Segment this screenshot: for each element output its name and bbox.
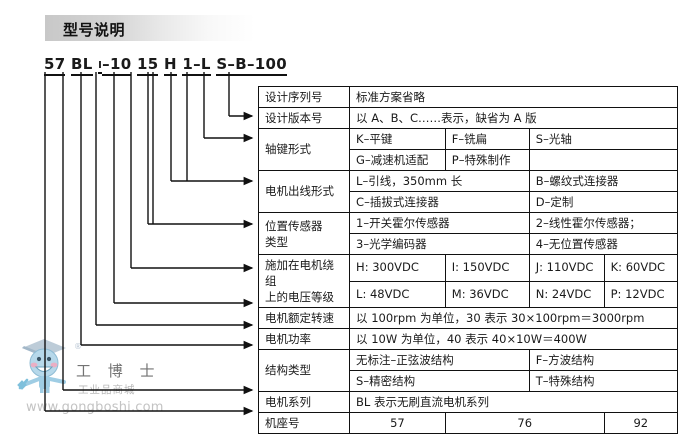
cell-volt-j: J: 110VDC bbox=[528, 254, 605, 282]
row-label-winding-voltage: 施加在电机绕组上的电压等级 bbox=[257, 254, 351, 308]
table-row: S–精密结构 T–特殊结构 bbox=[259, 370, 679, 392]
model-code-line: 57 BL I–10 15 H 1–L S–B–100 bbox=[44, 55, 287, 76]
cell-sensor-1: 1–开关霍尔传感器 bbox=[349, 212, 530, 234]
table-row: 结构类型 无标注–正弦波结构 F–方波结构 bbox=[257, 349, 679, 392]
row-value-rated-speed: 以 100rpm 为单位，30 表示 30×100rpm＝3000rpm bbox=[349, 307, 678, 329]
cell-structure-t: T–特殊结构 bbox=[528, 370, 679, 392]
table-row: 电机额定转速 以 100rpm 为单位，30 表示 30×100rpm＝3000… bbox=[257, 307, 678, 329]
cell-frame-76: 76 bbox=[444, 412, 605, 434]
row-label-shaft-key-type: 轴键形式 bbox=[257, 128, 351, 171]
row-label-frame-size: 机座号 bbox=[257, 412, 351, 434]
cell-sensor-4: 4–无位置传感器 bbox=[528, 233, 679, 255]
row-label-winding-voltage-line2: 上的电压等级 bbox=[265, 290, 334, 304]
table-row: 轴键形式 K–平键 F–铣扁 S–光轴 bbox=[257, 128, 679, 171]
row-label-structure-type: 结构类型 bbox=[257, 349, 351, 392]
cell-structure-s: S–精密结构 bbox=[349, 370, 530, 392]
cell-shaft-empty bbox=[528, 149, 679, 171]
cell-lead-l: L–引线，350mm 长 bbox=[349, 170, 530, 192]
cell-shaft-s: S–光轴 bbox=[528, 128, 679, 150]
cell-volt-k: K: 60VDC bbox=[603, 254, 679, 282]
table-row: 设计序列号 标准方案省略 bbox=[257, 86, 678, 108]
row-label-design-serial: 设计序列号 bbox=[257, 86, 351, 108]
table-row: 电机出线形式 L–引线，350mm 长 B–螺纹式连接器 bbox=[257, 170, 679, 213]
row-label-lead-out-type: 电机出线形式 bbox=[257, 170, 351, 213]
table-row: 设计版本号 以 A、B、C……表示，缺省为 A 版 bbox=[257, 107, 678, 129]
model-seg-frame-size: 57 bbox=[44, 55, 66, 76]
cell-structure-f: F–方波结构 bbox=[528, 349, 679, 371]
row-label-position-sensor-line1: 位置传感器 bbox=[265, 218, 323, 233]
page-title: 型号说明 bbox=[63, 21, 126, 39]
model-seg-series: BL bbox=[71, 55, 93, 76]
cell-volt-i: I: 150VDC bbox=[444, 254, 530, 282]
cell-sensor-3: 3–光学编码器 bbox=[349, 233, 530, 255]
section-header-band: 型号说明 bbox=[45, 15, 255, 41]
cell-shaft-g: G–减速机适配 bbox=[349, 149, 446, 171]
row-label-position-sensor-line2: 类型 bbox=[265, 234, 288, 249]
model-seg-power: –10 bbox=[102, 55, 132, 76]
table-row: 电机功率 以 10W 为单位，40 表示 40×10W＝400W bbox=[257, 328, 678, 350]
row-value-motor-series: BL 表示无刷直流电机系列 bbox=[349, 391, 678, 413]
cell-shaft-p: P–特殊制作 bbox=[444, 149, 530, 171]
row-label-rated-speed: 电机额定转速 bbox=[257, 307, 351, 329]
cell-volt-h: H: 300VDC bbox=[349, 254, 446, 282]
cell-shaft-k: K–平键 bbox=[349, 128, 446, 150]
cell-lead-b: B–螺纹式连接器 bbox=[528, 170, 679, 192]
table-row: 位置传感器类型 1–开关霍尔传感器 2–线性霍尔传感器； bbox=[257, 212, 679, 255]
model-code-spec-table: 设计序列号 标准方案省略 设计版本号 以 A、B、C……表示，缺省为 A 版 轴… bbox=[257, 86, 679, 434]
cell-volt-p: P: 12VDC bbox=[603, 280, 679, 308]
model-seg-sensor-lead: 1–L bbox=[182, 55, 211, 76]
model-seg-shaft-version-serial: S–B–100 bbox=[216, 55, 287, 76]
row-value-motor-power: 以 10W 为单位，40 表示 40×10W＝400W bbox=[349, 328, 678, 350]
row-value-design-version: 以 A、B、C……表示，缺省为 A 版 bbox=[349, 107, 678, 129]
table-row: 3–光学编码器 4–无位置传感器 bbox=[259, 233, 679, 255]
model-seg-voltage: H bbox=[164, 55, 177, 76]
cell-sensor-2: 2–线性霍尔传感器； bbox=[528, 212, 679, 234]
cell-frame-57: 57 bbox=[349, 412, 446, 434]
cell-lead-c: C–插拔式连接器 bbox=[349, 191, 530, 213]
cell-volt-l: L: 48VDC bbox=[349, 280, 446, 308]
row-value-design-serial: 标准方案省略 bbox=[349, 86, 678, 108]
model-seg-speed: 15 bbox=[136, 55, 159, 76]
cell-shaft-f: F–铣扁 bbox=[444, 128, 530, 150]
cell-volt-m: M: 36VDC bbox=[444, 280, 530, 308]
model-seg-structure: I bbox=[98, 60, 103, 74]
cell-frame-92: 92 bbox=[603, 412, 679, 434]
cell-lead-d: D–定制 bbox=[528, 191, 679, 213]
table-row: 机座号 57 76 92 bbox=[257, 412, 679, 434]
row-label-motor-series: 电机系列 bbox=[257, 391, 351, 413]
table-row: 电机系列 BL 表示无刷直流电机系列 bbox=[257, 391, 678, 413]
row-label-winding-voltage-line1: 施加在电机绕组 bbox=[265, 258, 334, 288]
row-label-motor-power: 电机功率 bbox=[257, 328, 351, 350]
row-label-position-sensor-type: 位置传感器类型 bbox=[257, 212, 351, 255]
table-row: L: 48VDC M: 36VDC N: 24VDC P: 12VDC bbox=[259, 280, 679, 308]
row-label-design-version: 设计版本号 bbox=[257, 107, 351, 129]
cell-structure-sine: 无标注–正弦波结构 bbox=[349, 349, 530, 371]
cell-volt-n: N: 24VDC bbox=[528, 280, 605, 308]
table-row: 施加在电机绕组上的电压等级 H: 300VDC I: 150VDC J: 110… bbox=[257, 254, 679, 308]
